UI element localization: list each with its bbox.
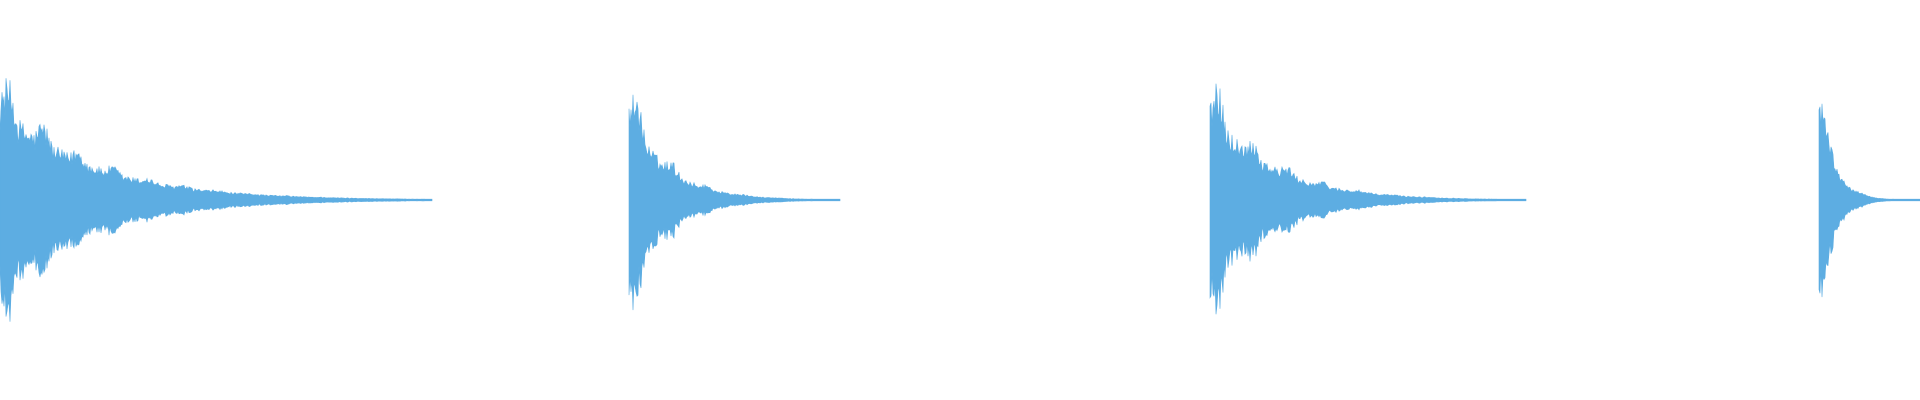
waveform-clip-4[interactable] xyxy=(1818,103,1920,298)
waveform-clip-1[interactable] xyxy=(0,78,433,322)
waveform-clip-3[interactable] xyxy=(1209,83,1527,315)
waveform-clip-2[interactable] xyxy=(628,94,841,311)
clips-layer xyxy=(0,78,1920,322)
